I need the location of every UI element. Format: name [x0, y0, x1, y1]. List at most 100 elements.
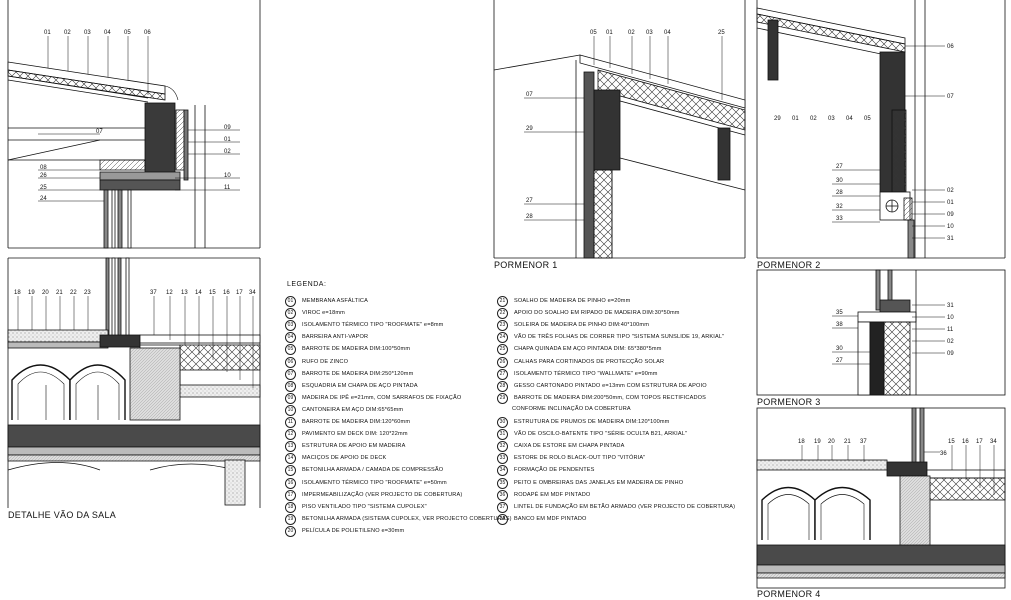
tag: 34: [249, 290, 256, 296]
tag: 03: [84, 30, 91, 36]
legend-item-number: 29: [497, 392, 508, 404]
legend-item: 21 SOALHO DE MADEIRA DE PINHO e=20mm: [497, 296, 630, 307]
tag: 29: [526, 126, 533, 132]
legend-item-number: 12: [285, 429, 296, 441]
tag: 07: [96, 129, 103, 135]
legend-item-text: ISOLAMENTO TÉRMICO TIPO "ROOFMATE" e=50m…: [302, 479, 447, 486]
legend-item-text: PEITO E OMBREIRAS DAS JANELAS EM MADEIRA…: [514, 479, 684, 486]
tag: 02: [947, 188, 954, 194]
legend-item-text: ESTRUTURA DE APOIO EM MADEIRA: [302, 443, 406, 450]
caption-pormenor-2: PORMENOR 2: [757, 260, 821, 270]
legend-item-text: RODAPÉ EM MDF PINTADO: [514, 491, 591, 498]
legend-item-text: MACIÇOS DE APOIO DE DECK: [302, 455, 387, 462]
tag: 36: [940, 451, 947, 457]
legend-item-number: 34: [497, 465, 508, 477]
tag: 14: [195, 290, 202, 296]
tag: 09: [224, 125, 231, 131]
legend-item-text: BARROTE DE MADEIRA DIM:100*50mm: [302, 346, 411, 353]
detail-floor: [7, 257, 261, 508]
legend-item-continuation: CONFORME INCLINAÇÃO DA COBERTURA: [512, 405, 631, 412]
tag: 15: [209, 290, 216, 296]
tag: 17: [976, 439, 983, 445]
legend-item-text: APOIO DO SOALHO EM RIPADO DE MADEIRA DIM…: [514, 310, 680, 317]
legend-item-number: 09: [285, 392, 296, 404]
pormenor-1-drawing: [493, 0, 746, 259]
tag: 09: [947, 351, 954, 357]
tag: 10: [947, 315, 954, 321]
caption-pormenor-1: PORMENOR 1: [494, 260, 558, 270]
tag: 06: [947, 44, 954, 50]
legend-item-number: 07: [285, 368, 296, 380]
legend-item-text: VIROC e=18mm: [302, 310, 345, 317]
legend-item-number: 10: [285, 404, 296, 416]
tag: 01: [947, 200, 954, 206]
legend-item: 35 PEITO E OMBREIRAS DAS JANELAS EM MADEI…: [497, 477, 684, 489]
legend-item-text: ESTRUTURA DE PRUMOS DE MADEIRA DIM:120*1…: [514, 419, 670, 425]
legend-item-number: 31: [497, 429, 508, 441]
tag: 26: [40, 173, 47, 179]
tag: 02: [810, 116, 817, 122]
legend-item-number: 35: [497, 477, 508, 489]
tag: 24: [40, 196, 47, 202]
legend-item: 26 CALHAS PARA CORTINADOS DE PROTECÇÃO SO…: [497, 356, 665, 368]
legend-item-text: BANCO EM MDF PINTADO: [514, 515, 587, 522]
legend-item-text: MEMBRANA ASFÁLTICA: [302, 298, 369, 304]
legend-item-text: BARROTE DE MADEIRA DIM:250*120mm: [302, 370, 414, 377]
legend-item-number: 06: [285, 356, 296, 368]
tag: 32: [836, 204, 843, 210]
tag: 03: [828, 116, 835, 122]
legend-item-text: VÃO DE OSCILO-BATENTE TIPO "SÉRIE OCULTA…: [514, 431, 688, 438]
legend-item-number: 21: [497, 296, 508, 307]
legend-item-text: CALHAS PARA CORTINADOS DE PROTECÇÃO SOLA…: [514, 358, 665, 365]
tag: 30: [836, 178, 843, 184]
tag: 31: [947, 236, 954, 242]
tag: 07: [526, 92, 533, 98]
detail-roof-eave: [7, 0, 261, 249]
legend-item-number: 36: [497, 489, 508, 501]
legend-item: 09 MADEIRA DE IPÊ e=21mm, COM SARRAFOS DE…: [285, 392, 462, 404]
legend-item-text: ISOLAMENTO TÉRMICO TIPO "ROOFMATE" e=8mm: [302, 322, 444, 329]
tag: 31: [947, 303, 954, 309]
legend-item-text: ISOLAMENTO TÉRMICO TIPO "WALLMATE" e=90m…: [514, 370, 658, 377]
tag: 02: [64, 30, 71, 36]
tag: 28: [836, 190, 843, 196]
legend-item-text: MADEIRA DE IPÊ e=21mm, COM SARRAFOS DE F…: [302, 394, 462, 401]
tag: 35: [836, 310, 843, 316]
tag: 05: [590, 30, 597, 36]
legend-item: 22 APOIO DO SOALHO EM RIPADO DE MADEIRA D…: [497, 308, 680, 320]
legend-item-number: 11: [285, 417, 296, 428]
legend-item-number: 26: [497, 356, 508, 368]
tag: 17: [236, 290, 243, 296]
legend-item-text: LINTEL DE FUNDAÇÃO EM BETÃO ARMADO (VER …: [514, 503, 736, 510]
legend-item-text: FORMAÇÃO DE PENDENTES: [514, 467, 595, 474]
legend-item-text: SOLEIRA DE MADEIRA DE PINHO DIM:40*100mm: [514, 322, 650, 329]
tag: 16: [962, 439, 969, 445]
legend-item-number: 22: [497, 308, 508, 320]
legend-item-text: BETONILHA ARMADA / CAMADA DE COMPRESSÃO: [302, 467, 444, 474]
legend-item-text: SOALHO DE MADEIRA DE PINHO e=20mm: [514, 298, 631, 304]
tag: 20: [42, 290, 49, 296]
legend-item-text: CAIXA DE ESTORE EM CHAPA PINTADA: [514, 443, 625, 450]
tag: 27: [836, 164, 843, 170]
legend-item-number: 01: [285, 296, 296, 307]
legend-item-text: BARREIRA ANTI-VAPOR: [302, 334, 369, 341]
